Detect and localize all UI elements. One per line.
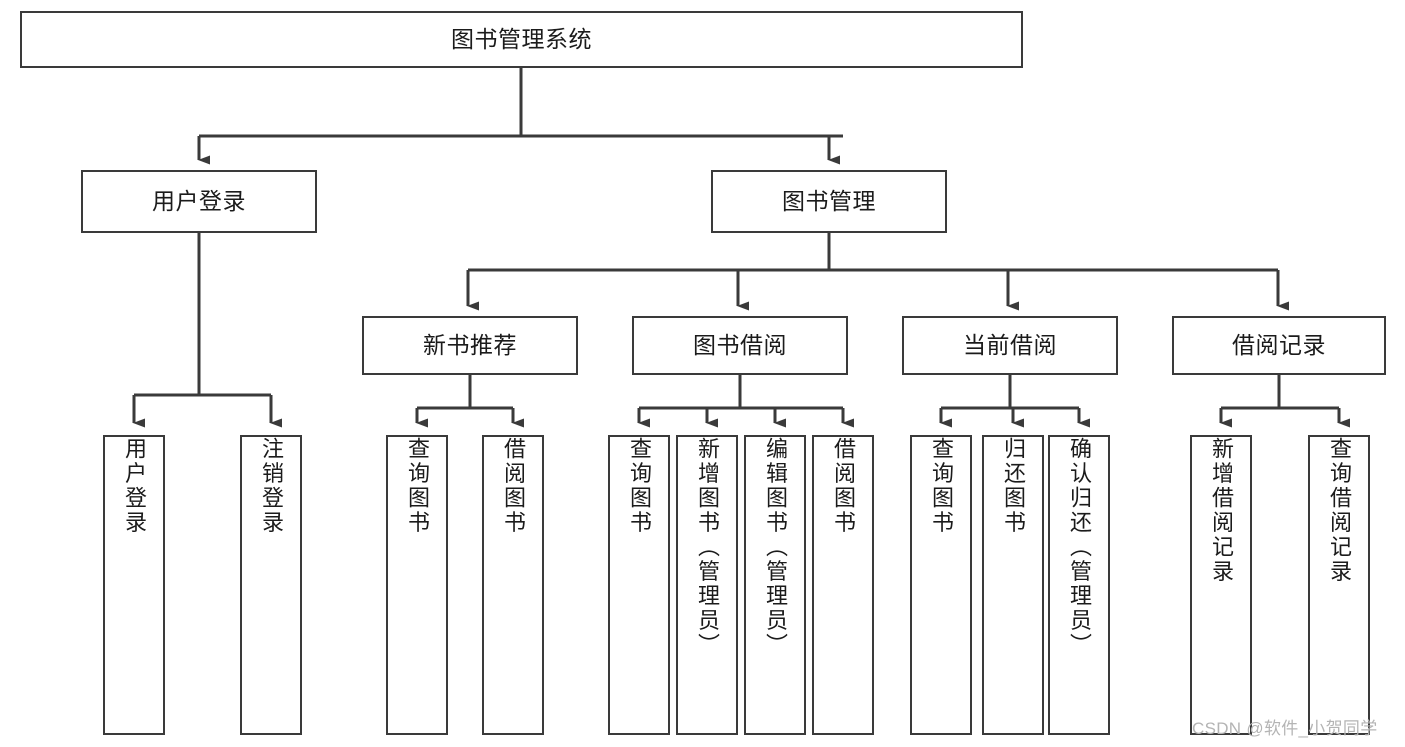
node-borrow-record-label: 借阅记录 — [1232, 331, 1326, 358]
node-current-borrow-label: 当前借阅 — [963, 331, 1057, 358]
node-user-login-label: 用户登录 — [152, 187, 246, 214]
csdn-watermark: CSDN @软件_小贺同学 — [1192, 719, 1378, 738]
node-root[interactable]: 图书管理系统 — [20, 11, 1023, 68]
leaf-borrow-query-book-label: 查询图书 — [627, 437, 652, 535]
leaf-current-confirm-return-admin[interactable]: 确认归还（管理员） — [1048, 435, 1110, 735]
node-root-label: 图书管理系统 — [451, 25, 592, 52]
node-book-borrow[interactable]: 图书借阅 — [632, 316, 848, 375]
leaf-record-query-label: 查询借阅记录 — [1327, 437, 1352, 584]
node-book-management[interactable]: 图书管理 — [711, 170, 947, 233]
leaf-recommend-borrow-book-label: 借阅图书 — [501, 437, 526, 535]
leaf-borrow-add-book-admin[interactable]: 新增图书（管理员） — [676, 435, 738, 735]
leaf-user-login[interactable]: 用户登录 — [103, 435, 165, 735]
leaf-user-logout-label: 注销登录 — [259, 437, 284, 535]
node-current-borrow[interactable]: 当前借阅 — [902, 316, 1118, 375]
node-new-book-recommend[interactable]: 新书推荐 — [362, 316, 578, 375]
leaf-current-confirm-return-admin-label: 确认归还（管理员） — [1067, 437, 1092, 658]
leaf-current-query-book-label: 查询图书 — [929, 437, 954, 535]
leaf-borrow-edit-book-admin[interactable]: 编辑图书（管理员） — [744, 435, 806, 735]
leaf-borrow-edit-book-admin-label: 编辑图书（管理员） — [763, 437, 788, 658]
leaf-record-add[interactable]: 新增借阅记录 — [1190, 435, 1252, 735]
leaf-recommend-borrow-book[interactable]: 借阅图书 — [482, 435, 544, 735]
node-new-book-recommend-label: 新书推荐 — [423, 331, 517, 358]
leaf-current-query-book[interactable]: 查询图书 — [910, 435, 972, 735]
node-borrow-record[interactable]: 借阅记录 — [1172, 316, 1386, 375]
leaf-user-login-label: 用户登录 — [122, 437, 147, 535]
node-book-borrow-label: 图书借阅 — [693, 331, 787, 358]
leaf-recommend-query-book[interactable]: 查询图书 — [386, 435, 448, 735]
leaf-user-logout[interactable]: 注销登录 — [240, 435, 302, 735]
leaf-record-query[interactable]: 查询借阅记录 — [1308, 435, 1370, 735]
leaf-record-add-label: 新增借阅记录 — [1209, 437, 1234, 584]
leaf-borrow-borrow-book-label: 借阅图书 — [831, 437, 856, 535]
leaf-borrow-add-book-admin-label: 新增图书（管理员） — [695, 437, 720, 658]
node-user-login[interactable]: 用户登录 — [81, 170, 317, 233]
leaf-borrow-borrow-book[interactable]: 借阅图书 — [812, 435, 874, 735]
leaf-recommend-query-book-label: 查询图书 — [405, 437, 430, 535]
leaf-current-return-book-label: 归还图书 — [1001, 437, 1026, 535]
node-book-management-label: 图书管理 — [782, 187, 876, 214]
leaf-borrow-query-book[interactable]: 查询图书 — [608, 435, 670, 735]
leaf-current-return-book[interactable]: 归还图书 — [982, 435, 1044, 735]
